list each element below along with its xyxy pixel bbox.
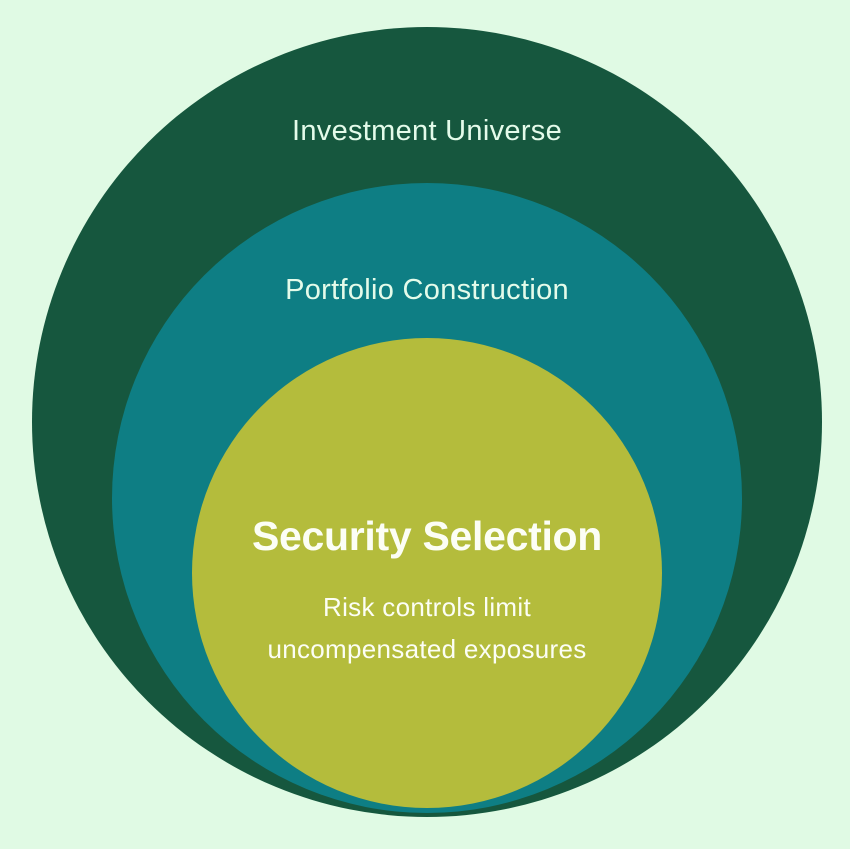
portfolio-construction-label: Portfolio Construction (285, 274, 569, 306)
security-selection-ring (192, 338, 662, 808)
security-selection-subtext-line2: uncompensated exposures (267, 634, 587, 664)
investment-universe-label: Investment Universe (291, 115, 563, 147)
security-selection-subtext-line1: Risk controls limit (323, 592, 531, 622)
security-selection-label: Security Selection (251, 513, 603, 559)
